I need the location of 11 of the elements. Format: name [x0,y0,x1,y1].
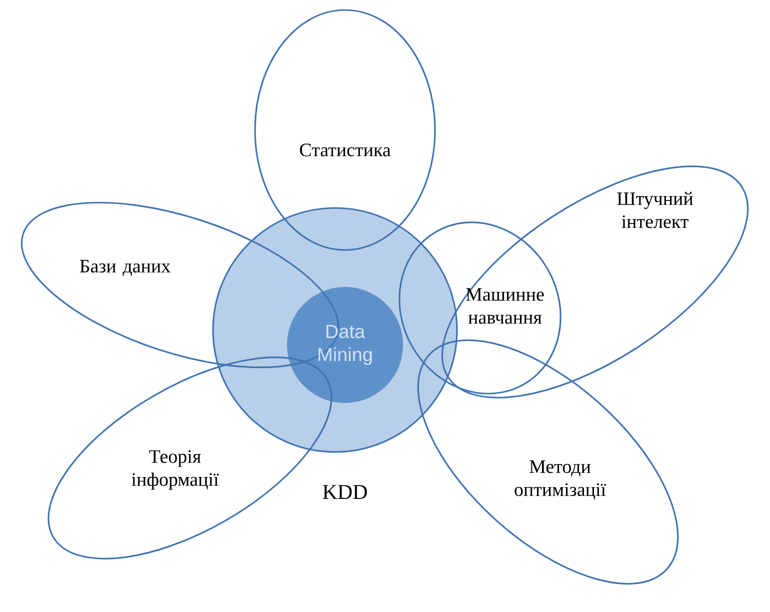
petal-ellipse [254,9,436,251]
node-label: Бази даних [80,260,170,276]
node-label: Теорія інформації [132,450,219,490]
node-label: Методи оптимізації [514,460,606,500]
node-label: Штучний інтелект [617,192,693,228]
inner-circle [287,287,403,403]
node-label: Машинне навчання [466,288,544,324]
node-label: Статистика [300,144,391,156]
petal-ellipse [398,222,562,394]
node-label: Data Mining [318,324,372,365]
node-label: KDD [322,485,367,499]
